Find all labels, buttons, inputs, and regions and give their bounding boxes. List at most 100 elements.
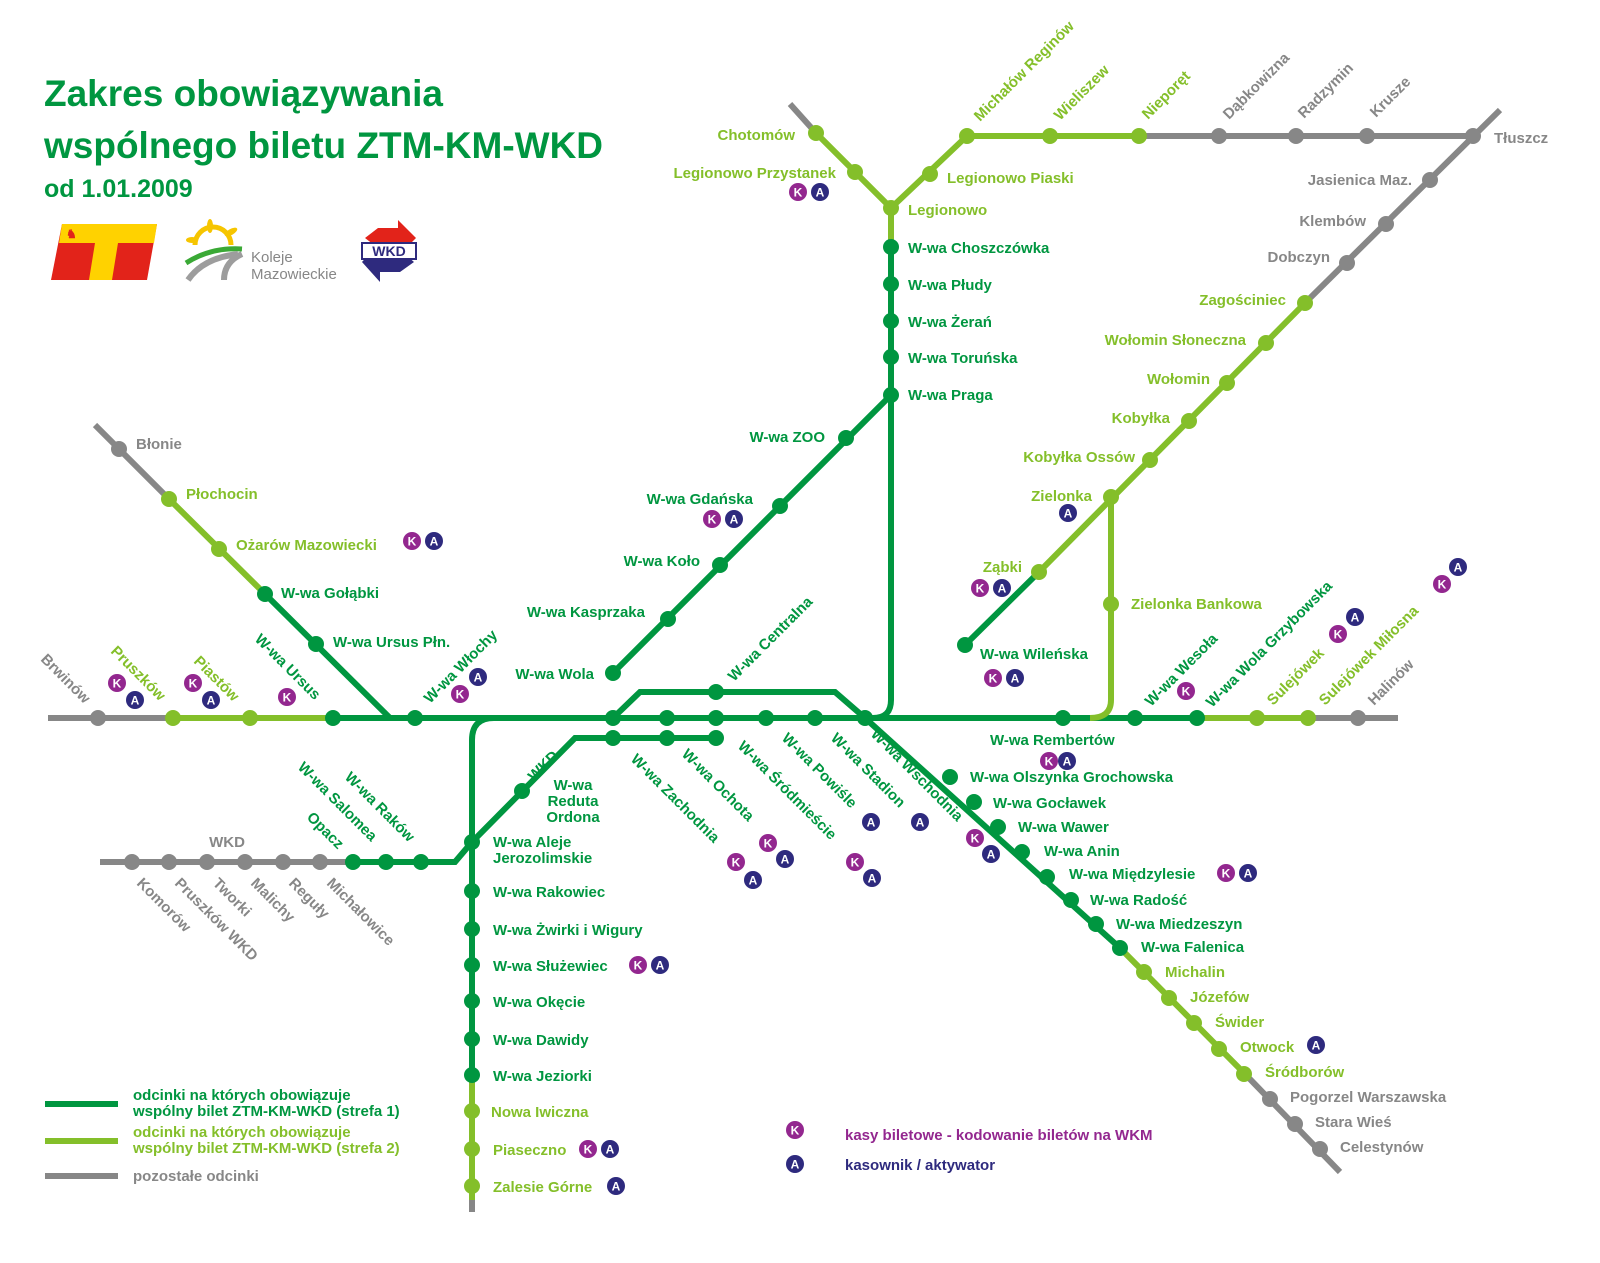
station-dot[interactable] (464, 1141, 480, 1157)
station-dot[interactable] (883, 276, 899, 292)
station-dot[interactable] (1031, 564, 1047, 580)
station-dot[interactable] (1142, 452, 1158, 468)
station-dot[interactable] (165, 710, 181, 726)
station-dot[interactable] (237, 854, 253, 870)
station-starawies[interactable]: Stara Wieś (1287, 1114, 1392, 1132)
station-dot[interactable] (1288, 128, 1304, 144)
station-dot[interactable] (922, 166, 938, 182)
station-dot[interactable] (345, 854, 361, 870)
station-dot[interactable] (1300, 710, 1316, 726)
station-dot[interactable] (857, 710, 873, 726)
station-brwinow[interactable]: Brwinów (37, 651, 106, 726)
station-wieliszew[interactable]: Wieliszew (1042, 62, 1113, 144)
station-dot[interactable] (161, 854, 177, 870)
station-dot[interactable] (1258, 335, 1274, 351)
station-dot[interactable] (883, 387, 899, 403)
station-zwirki[interactable]: W-wa Żwirki i Wigury (464, 921, 643, 939)
station-chotomow[interactable]: Chotomów (718, 125, 824, 144)
station-legionowo[interactable]: Legionowo (883, 200, 987, 219)
station-blonie[interactable]: Błonie (111, 436, 182, 457)
station-dot[interactable] (1189, 710, 1205, 726)
station-dot[interactable] (275, 854, 291, 870)
station-legpiaski[interactable]: Legionowo Piaski (922, 166, 1074, 187)
station-dot[interactable] (1127, 710, 1143, 726)
station-dot[interactable] (957, 637, 973, 653)
station-dot[interactable] (1350, 710, 1366, 726)
station-falenica[interactable]: W-wa Falenica (1112, 939, 1245, 956)
station-dot[interactable] (1161, 990, 1177, 1006)
station-choszcz[interactable]: W-wa Choszczówka (883, 239, 1050, 257)
station-anin[interactable]: W-wa Anin (1014, 843, 1120, 860)
station-nowaiwiczna[interactable]: Nowa Iwiczna (464, 1103, 589, 1121)
station-dot[interactable] (883, 313, 899, 329)
station-dot[interactable] (464, 1178, 480, 1194)
station-dot[interactable] (1088, 916, 1104, 932)
station-dot[interactable] (708, 684, 724, 700)
station-dot[interactable] (847, 164, 863, 180)
station-pludy[interactable]: W-wa Płudy (883, 276, 993, 294)
station-wawer[interactable]: W-wa Wawer (990, 819, 1109, 836)
station-swider[interactable]: Świder (1186, 1013, 1264, 1031)
station-dot[interactable] (1249, 710, 1265, 726)
station-okecie[interactable]: W-wa Okęcie (464, 993, 585, 1011)
station-goclawek[interactable]: W-wa Gocławek (966, 794, 1107, 812)
station-wolomin[interactable]: Wołomin (1147, 371, 1235, 391)
station-dot[interactable] (464, 957, 480, 973)
station-srodborow[interactable]: Śródborów (1236, 1063, 1344, 1082)
station-michalin[interactable]: Michalin (1136, 964, 1225, 981)
station-dot[interactable] (199, 854, 215, 870)
station-dot[interactable] (1112, 940, 1128, 956)
station-dot[interactable] (308, 636, 324, 652)
station-dot[interactable] (1378, 216, 1394, 232)
station-dot[interactable] (883, 200, 899, 216)
station-dot[interactable] (1211, 1041, 1227, 1057)
station-dot[interactable] (464, 1103, 480, 1119)
station-dot[interactable] (1131, 128, 1147, 144)
station-kobylka[interactable]: Kobyłka (1112, 410, 1197, 429)
station-dot[interactable] (959, 128, 975, 144)
station-dot[interactable] (413, 854, 429, 870)
station-kasprzaka[interactable]: W-wa Kasprzaka (527, 604, 676, 627)
station-dot[interactable] (708, 710, 724, 726)
station-dot[interactable] (464, 834, 480, 850)
station-dot[interactable] (659, 730, 675, 746)
station-zbankowa[interactable]: Zielonka Bankowa (1103, 596, 1263, 613)
station-dot[interactable] (1042, 128, 1058, 144)
station-dot[interactable] (464, 1031, 480, 1047)
station-zagosciniec[interactable]: Zagościniec (1199, 292, 1313, 311)
station-kolo[interactable]: W-wa Koło (624, 553, 728, 573)
station-dot[interactable] (883, 349, 899, 365)
station-dot[interactable] (1359, 128, 1375, 144)
station-dot[interactable] (111, 441, 127, 457)
station-dot[interactable] (990, 819, 1006, 835)
station-dot[interactable] (660, 611, 676, 627)
station-dot[interactable] (1312, 1141, 1328, 1157)
station-dot[interactable] (659, 710, 675, 726)
station-dot[interactable] (464, 1067, 480, 1083)
station-dot[interactable] (1136, 964, 1152, 980)
station-michalow[interactable]: Michałów Reginów (959, 18, 1078, 144)
station-dot[interactable] (1186, 1015, 1202, 1031)
station-dot[interactable] (514, 783, 530, 799)
station-dot[interactable] (1287, 1116, 1303, 1132)
station-radzymin[interactable]: Radzymin (1288, 60, 1357, 144)
station-dawidy[interactable]: W-wa Dawidy (464, 1031, 589, 1049)
station-plochocin[interactable]: Płochocin (161, 486, 258, 507)
station-jeziorki[interactable]: W-wa Jeziorki (464, 1067, 592, 1085)
station-dot[interactable] (242, 710, 258, 726)
station-ossow[interactable]: Kobyłka Ossów (1023, 449, 1158, 468)
station-dot[interactable] (378, 854, 394, 870)
station-dot[interactable] (838, 430, 854, 446)
